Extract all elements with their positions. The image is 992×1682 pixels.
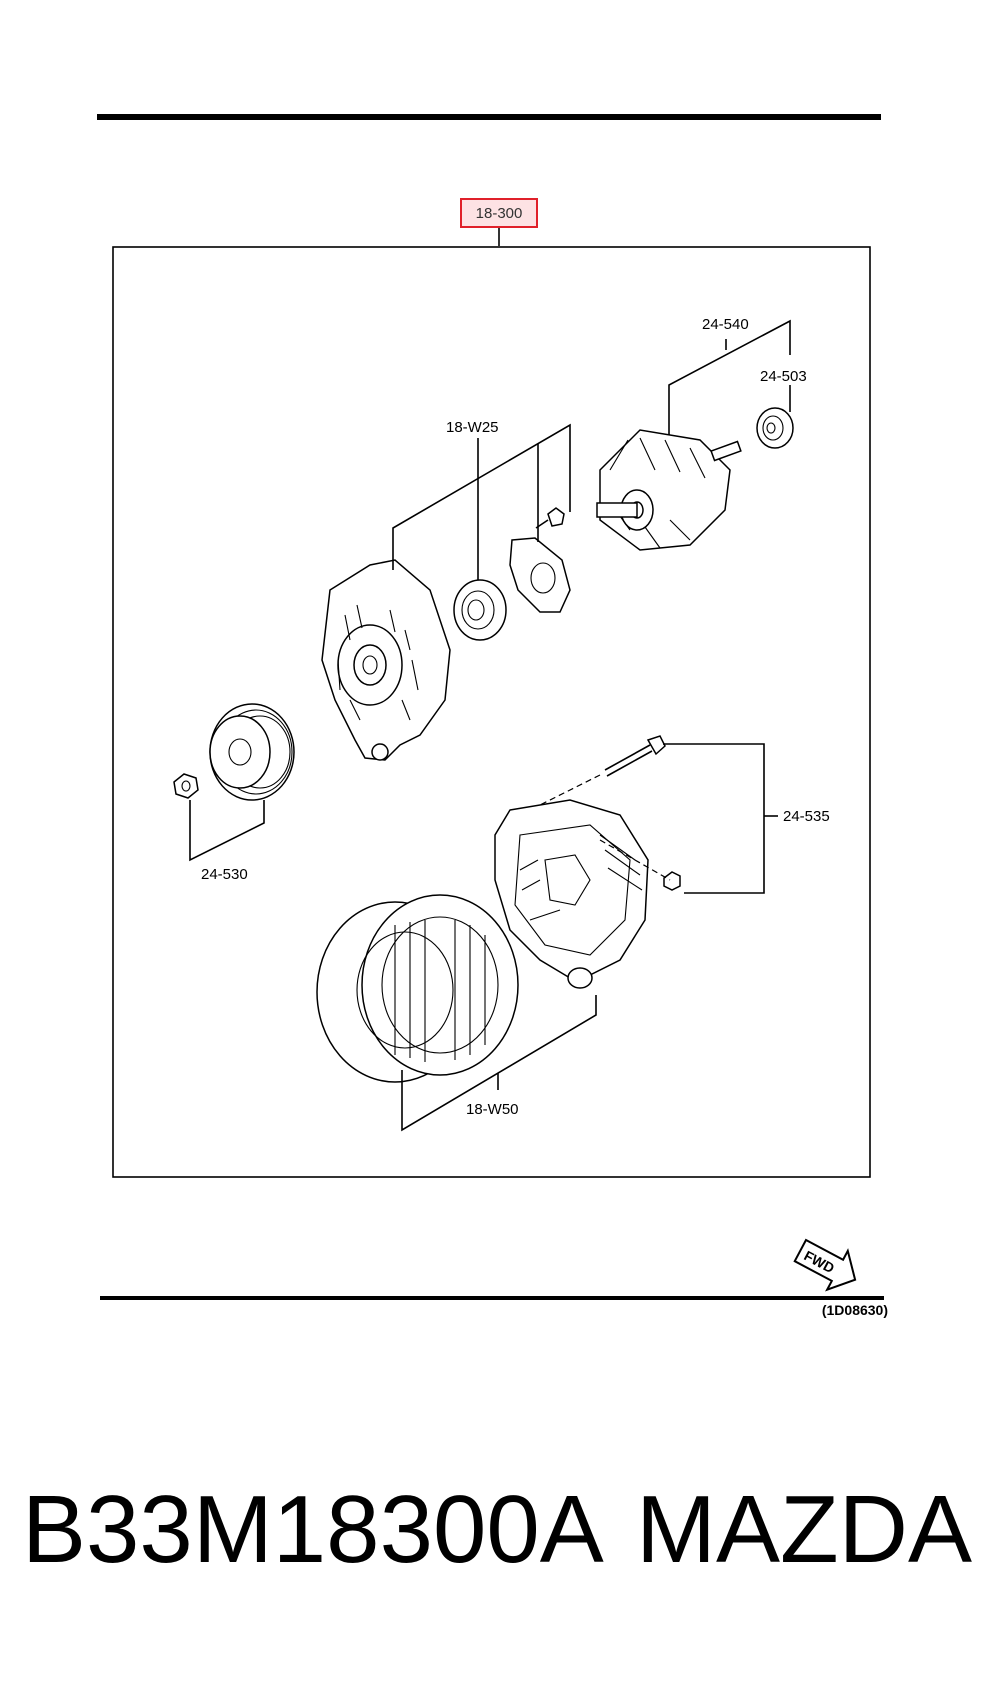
leader-24-535 (663, 743, 765, 894)
pulley-nut (173, 773, 199, 799)
leader-24-530 (189, 800, 265, 862)
rear-housing (494, 799, 671, 989)
callout-18-W25[interactable]: 18-W25 (446, 419, 499, 436)
top-rule (97, 114, 881, 120)
through-bolt-nut (663, 871, 681, 891)
rear-bearing (756, 407, 794, 449)
part-number: B33M18300A (22, 1476, 604, 1583)
brand-name: MAZDA (636, 1476, 972, 1583)
rotor-assembly (596, 429, 742, 551)
leader-24-540 (668, 319, 791, 435)
footer: B33M18300A MAZDA (0, 1460, 992, 1600)
through-bolt (519, 735, 666, 816)
front-housing (321, 559, 451, 761)
fwd-arrow-icon: FWD (793, 1238, 857, 1292)
bearing-retainer (509, 537, 571, 613)
assembly-label[interactable]: 18-300 (460, 198, 538, 228)
reference-code: (1D08630) (821, 1302, 888, 1318)
bottom-rule (100, 1296, 884, 1300)
callout-24-530[interactable]: 24-530 (201, 866, 248, 883)
callout-18-W50[interactable]: 18-W50 (466, 1101, 519, 1118)
callout-24-535[interactable]: 24-535 (783, 808, 830, 825)
pulley (209, 703, 295, 801)
leader-18-W50 (401, 995, 597, 1132)
leader-18-W25-a (392, 423, 571, 570)
callout-24-540[interactable]: 24-540 (702, 316, 749, 333)
diagram-frame (112, 246, 871, 1178)
retainer-screw (535, 507, 565, 529)
front-bearing (453, 579, 507, 641)
callout-24-503[interactable]: 24-503 (760, 368, 807, 385)
stator (316, 894, 519, 1083)
